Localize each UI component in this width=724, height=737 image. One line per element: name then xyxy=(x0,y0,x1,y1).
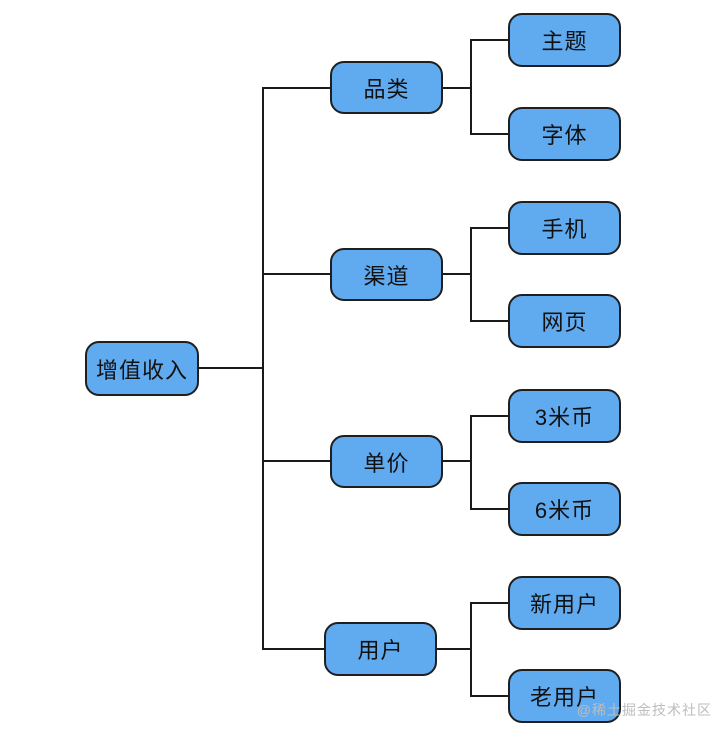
node-leaf-old-user: 老用户 xyxy=(508,669,621,723)
node-root-revenue: 增值收入 xyxy=(85,341,199,396)
connector-line xyxy=(471,415,508,417)
connector-line xyxy=(471,508,508,510)
connector-line xyxy=(471,602,508,604)
node-branch-unit-price: 单价 xyxy=(330,435,443,488)
connector-line xyxy=(470,227,472,322)
node-branch-category: 品类 xyxy=(330,61,443,114)
connector-line xyxy=(263,273,330,275)
connector-line xyxy=(471,227,508,229)
connector-line xyxy=(443,273,471,275)
node-branch-channel: 渠道 xyxy=(330,248,443,301)
connector-line xyxy=(443,460,471,462)
connector-line xyxy=(263,87,330,89)
connector-line xyxy=(471,320,508,322)
connector-line xyxy=(437,648,471,650)
node-branch-user: 用户 xyxy=(324,622,437,676)
node-leaf-theme: 主题 xyxy=(508,13,621,67)
watermark-text: @稀土掘金技术社区 xyxy=(576,702,712,718)
node-leaf-3-coin: 3米币 xyxy=(508,389,621,443)
node-leaf-mobile: 手机 xyxy=(508,201,621,255)
connector-line xyxy=(470,415,472,510)
connector-line xyxy=(471,695,508,697)
connector-line xyxy=(263,648,324,650)
connector-line xyxy=(471,133,508,135)
connector-line xyxy=(262,87,264,650)
connector-line xyxy=(263,460,330,462)
node-leaf-font: 字体 xyxy=(508,107,621,161)
node-leaf-6-coin: 6米币 xyxy=(508,482,621,536)
connector-line xyxy=(471,39,508,41)
connector-line xyxy=(470,39,472,135)
connector-line xyxy=(199,367,264,369)
connector-line xyxy=(443,87,471,89)
connector-line xyxy=(470,602,472,697)
node-leaf-web: 网页 xyxy=(508,294,621,348)
node-leaf-new-user: 新用户 xyxy=(508,576,621,630)
